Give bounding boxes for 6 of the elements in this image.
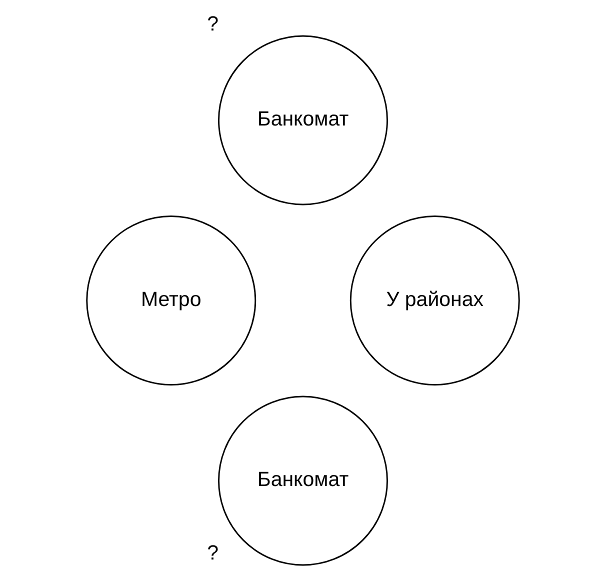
node-circle: Банкомат xyxy=(218,35,388,206)
node-circle: У районах xyxy=(349,216,520,386)
node-label: ? xyxy=(206,12,218,36)
node-circle: Банкомат xyxy=(218,396,388,566)
node-circle: Метро xyxy=(86,216,256,386)
node-label: ? xyxy=(206,541,218,564)
